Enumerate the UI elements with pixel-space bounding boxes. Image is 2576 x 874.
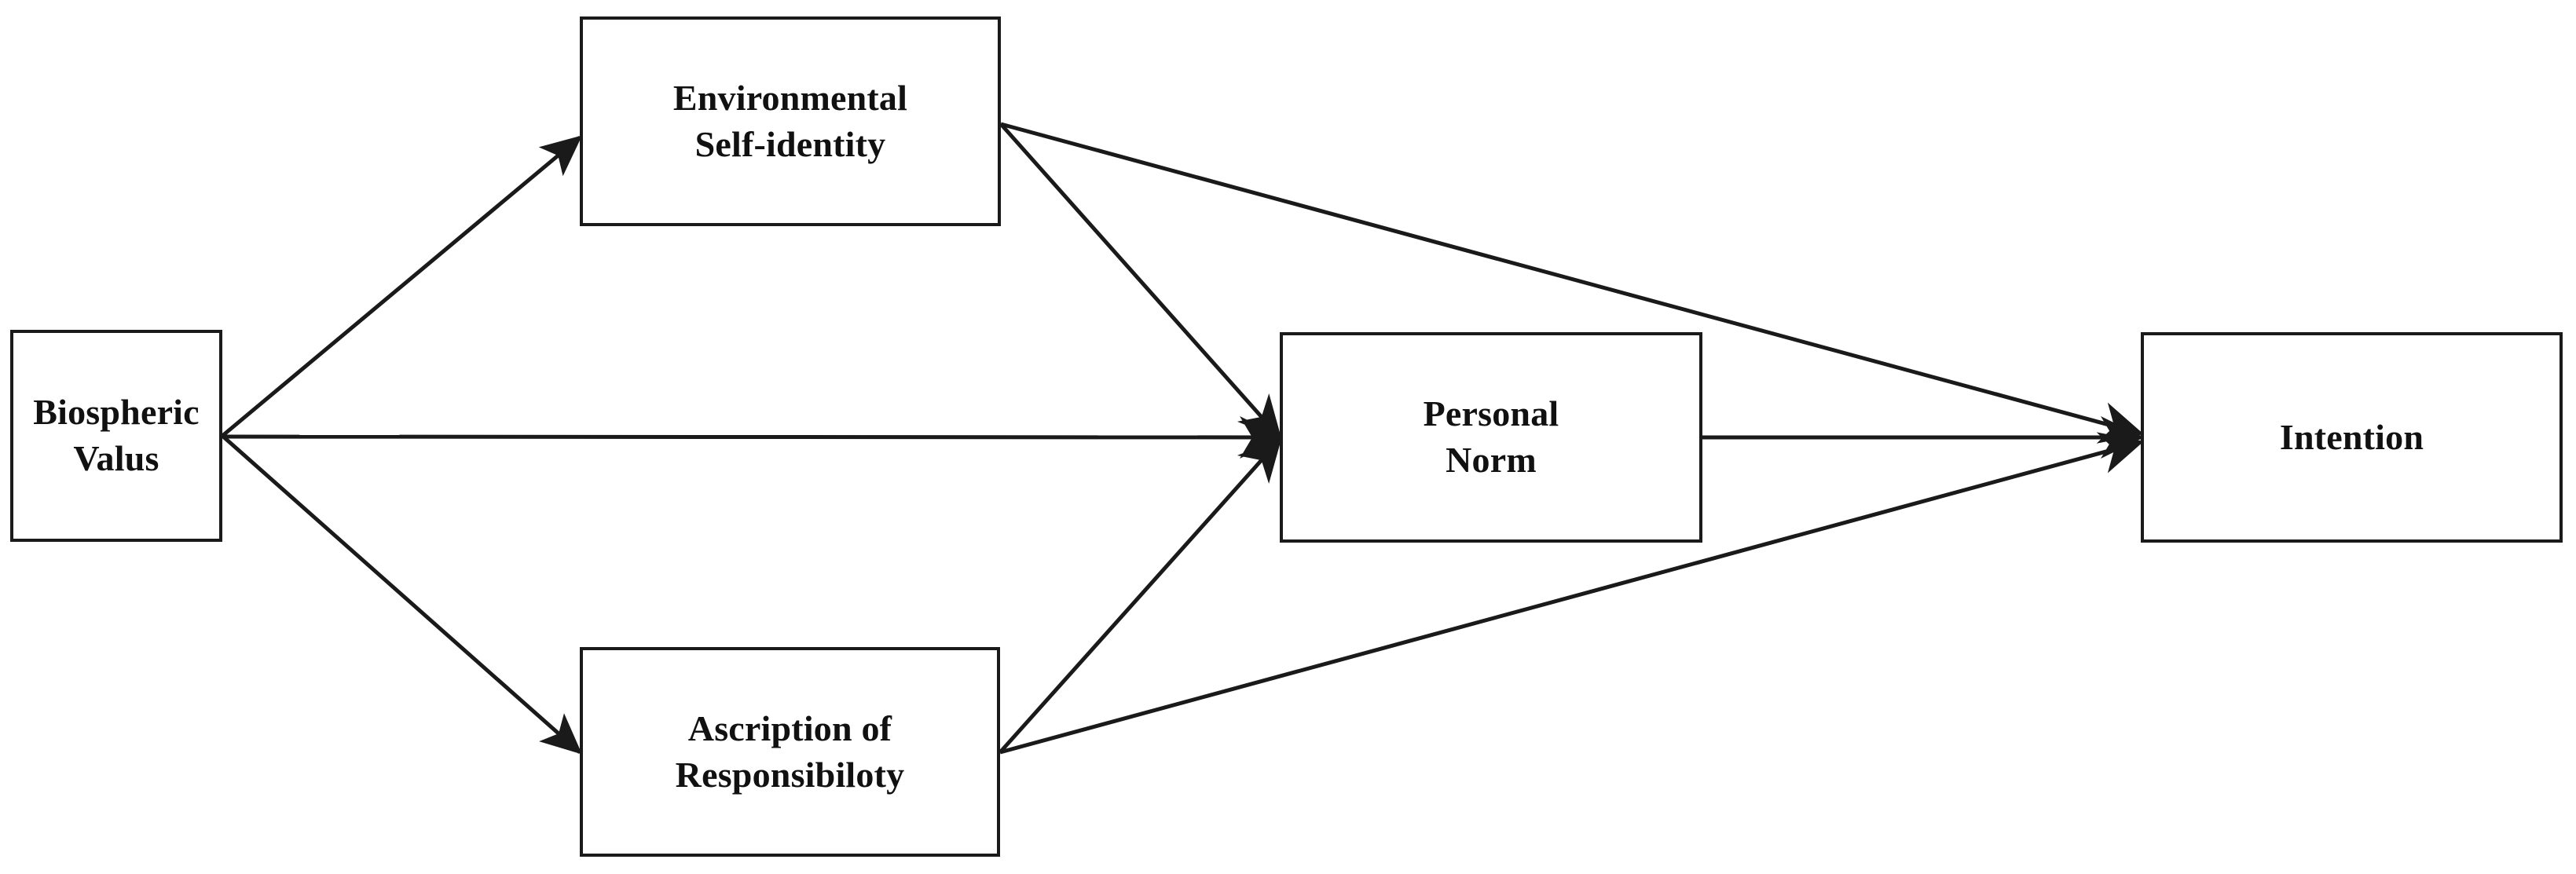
edge-ascription-to-personal-norm (999, 437, 1282, 754)
edge-biospheric-to-ascription (221, 434, 582, 755)
node-label-intention: Intention (2279, 416, 2424, 457)
node-label-environmental-self-identity: Environmental Self-identity (672, 77, 908, 164)
node-environmental-self-identity[interactable]: Environmental Self-identity (580, 16, 1001, 226)
node-personal-norm[interactable]: Personal Norm (1280, 332, 1702, 543)
edge-environmental-to-personal-norm (999, 123, 1282, 440)
node-biospheric-valus[interactable]: Biospheric Valus (10, 330, 222, 542)
edge-ascription-to-intention (999, 432, 2144, 755)
node-label-personal-norm: Personal Norm (1423, 393, 1559, 480)
node-intention[interactable]: Intention (2141, 332, 2563, 543)
node-label-ascription-of-responsibiloty: Ascription of Responsibiloty (675, 708, 905, 795)
edge-biospheric-to-environmental (221, 135, 583, 437)
node-ascription-of-responsibiloty[interactable]: Ascription of Responsibiloty (580, 647, 1000, 857)
node-label-biospheric-valus: Biospheric Valus (33, 392, 200, 478)
edge-environmental-to-intention (1000, 122, 2144, 444)
